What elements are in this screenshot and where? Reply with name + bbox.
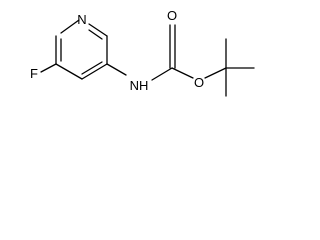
fluorine-label: F [30,66,38,81]
atom-labels: N F NH O O [30,8,204,93]
bond-c6-n1 [88,23,108,37]
bond-c3-c4 [55,63,83,80]
bond-c4-c5 [81,63,108,80]
bond-c3-fluorine [40,63,57,73]
carbamate-group [151,24,227,81]
carbonyl-oxygen-label: O [167,8,177,23]
tert-butyl-group [225,38,255,97]
bond-n1-c2 [60,19,80,34]
pyridine-ring [55,19,108,80]
bond-c4-c5-inner [81,61,103,75]
bond-nh-carbonyl-carbon [151,67,173,81]
amine-label: NH [130,78,149,93]
ester-oxygen-label: O [194,75,204,90]
bond-c5-nh [106,63,127,76]
chemical-structure: N F NH O O [30,8,255,97]
ring-nitrogen-label: N [77,12,86,27]
bond-ester-oxygen-quaternary-carbon [204,67,227,79]
bond-carbon-ester-oxygen [171,67,194,79]
bond-c6-n1-inner [88,29,103,40]
